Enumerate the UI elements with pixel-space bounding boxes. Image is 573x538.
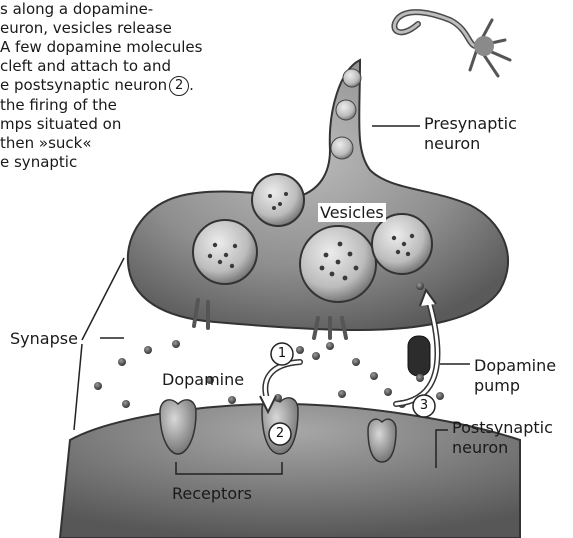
presynaptic-neuron-label: Presynaptic neuron	[424, 114, 517, 154]
postsynaptic-neuron-label: Postsynaptic neuron	[452, 418, 553, 458]
caption-line: A few dopamine molecules	[0, 38, 240, 57]
caption-paragraph: s along a dopamine- euron, vesicles rele…	[0, 0, 240, 172]
dopamine-pump	[408, 336, 430, 376]
caption-line: then »suck«	[0, 134, 240, 153]
receptors-label: Receptors	[172, 484, 252, 504]
step-2-number: 2	[274, 427, 286, 440]
vesicles-label-text: Vesicles	[318, 203, 386, 222]
caption-step-badge: 2	[169, 76, 189, 96]
vesicles-label: Vesicles	[318, 203, 386, 223]
pump-label-line-1: Dopamine	[474, 356, 556, 376]
caption-line: cleft and attach to and	[0, 57, 240, 76]
postsynaptic-label-line-2: neuron	[452, 438, 553, 458]
caption-line: the firing of the	[0, 96, 240, 115]
synapse-label: Synapse	[10, 329, 78, 349]
presynaptic-label-line-1: Presynaptic	[424, 114, 517, 134]
pump-label-line-2: pump	[474, 376, 556, 396]
caption-line: euron, vesicles release	[0, 19, 240, 38]
dopamine-pump-label: Dopamine pump	[474, 356, 556, 396]
axon-fibre	[394, 12, 510, 76]
postsynaptic-label-line-1: Postsynaptic	[452, 418, 553, 438]
dopamine-label: Dopamine	[162, 370, 244, 390]
step-3-number: 3	[418, 399, 430, 412]
step-1-number: 1	[276, 347, 288, 360]
caption-line: e synaptic	[0, 153, 240, 172]
caption-line: mps situated on	[0, 115, 240, 134]
presynaptic-label-line-2: neuron	[424, 134, 517, 154]
caption-line-text: e postsynaptic neuron	[0, 76, 167, 94]
caption-line: s along a dopamine-	[0, 0, 240, 19]
